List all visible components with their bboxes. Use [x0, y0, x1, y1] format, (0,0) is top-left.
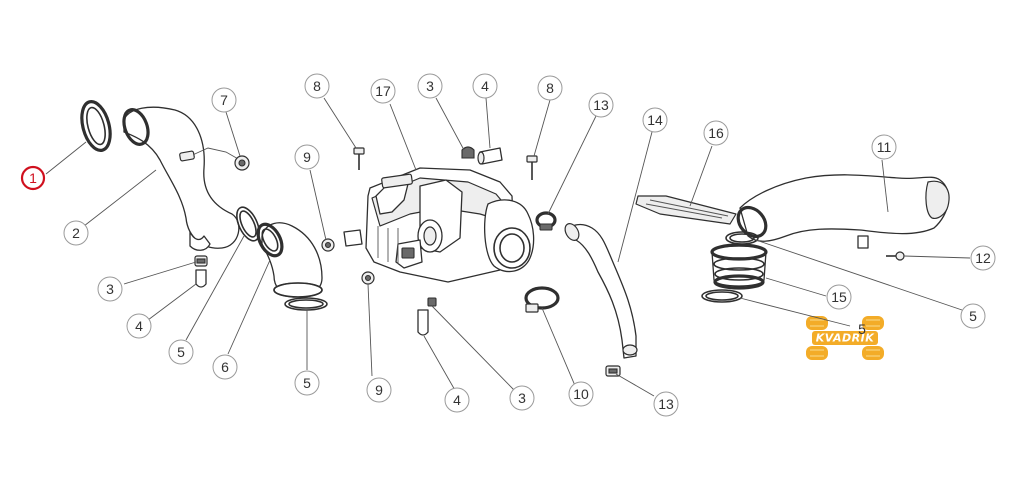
svg-text:8: 8 — [313, 78, 321, 94]
part-17-air-filter-box — [343, 167, 535, 283]
part-3-clip-bottom — [427, 297, 437, 307]
part-14-drain-hose — [564, 223, 638, 359]
callout-3-top[interactable]: 3 — [417, 73, 443, 99]
callout-5-watermark[interactable]: 5 — [858, 321, 866, 337]
svg-text:4: 4 — [453, 392, 461, 408]
part-5-clamp-right-upper — [725, 231, 759, 245]
svg-text:3: 3 — [518, 390, 526, 406]
svg-text:2: 2 — [72, 225, 80, 241]
part-4-plug-top — [477, 147, 503, 165]
part-4-plug-left — [195, 269, 207, 288]
part-13-clamp-top — [535, 211, 557, 231]
part-8-bolt-left — [353, 147, 365, 170]
part-16-filter-element — [635, 195, 737, 225]
callout-4-left[interactable]: 4 — [126, 313, 152, 339]
svg-text:7: 7 — [220, 92, 228, 108]
part-4-plug-bottom — [417, 309, 429, 336]
svg-text:5: 5 — [858, 321, 866, 337]
callout-7[interactable]: 7 — [211, 87, 237, 113]
svg-text:1: 1 — [29, 170, 37, 186]
leader-lines — [45, 97, 971, 397]
svg-text:4: 4 — [135, 318, 143, 334]
callout-3-bottom[interactable]: 3 — [509, 385, 535, 411]
callout-6[interactable]: 6 — [212, 354, 238, 380]
part-13-clamp-bottom — [605, 365, 621, 377]
callout-3-left[interactable]: 3 — [97, 276, 123, 302]
callout-5-left[interactable]: 5 — [168, 339, 194, 365]
svg-text:17: 17 — [375, 83, 391, 99]
svg-text:5: 5 — [969, 308, 977, 324]
callout-1-left[interactable]: 1 — [20, 165, 46, 191]
callout-10[interactable]: 10 — [568, 381, 594, 407]
part-5-clamp-bottom — [284, 297, 328, 311]
callout-12[interactable]: 12 — [970, 245, 996, 271]
callout-5-right[interactable]: 5 — [960, 303, 986, 329]
svg-text:10: 10 — [573, 386, 589, 402]
svg-text:16: 16 — [708, 125, 724, 141]
svg-text:3: 3 — [426, 78, 434, 94]
callout-4-top[interactable]: 4 — [472, 73, 498, 99]
svg-text:5: 5 — [177, 344, 185, 360]
callout-17[interactable]: 17 — [370, 78, 396, 104]
svg-text:6: 6 — [221, 359, 229, 375]
part-3-clip-left — [194, 255, 208, 267]
svg-text:13: 13 — [593, 97, 609, 113]
callout-9-upper[interactable]: 9 — [294, 144, 320, 170]
callout-2[interactable]: 2 — [63, 220, 89, 246]
svg-text:3: 3 — [106, 281, 114, 297]
svg-text:9: 9 — [375, 382, 383, 398]
part-5-clamp-right-lower — [701, 289, 743, 303]
svg-text:13: 13 — [658, 396, 674, 412]
callout-13-top[interactable]: 13 — [588, 92, 614, 118]
part-11-outlet-tube — [736, 174, 950, 249]
callout-15[interactable]: 15 — [826, 284, 852, 310]
part-3-clip-top — [461, 146, 475, 159]
part-1-seal-ring — [80, 100, 112, 152]
svg-text:5: 5 — [303, 375, 311, 391]
svg-text:12: 12 — [975, 250, 991, 266]
callout-5-bottom[interactable]: 5 — [294, 370, 320, 396]
svg-text:15: 15 — [831, 289, 847, 305]
callout-8-right[interactable]: 8 — [537, 75, 563, 101]
callout-16[interactable]: 16 — [703, 120, 729, 146]
part-2-intake-tube — [122, 106, 250, 251]
kvadrik-watermark-logo: KVADRIK — [806, 316, 884, 360]
svg-text:14: 14 — [647, 112, 663, 128]
part-9-nut-lower — [361, 271, 375, 285]
callout-14[interactable]: 14 — [642, 107, 668, 133]
part-8-bolt-right — [526, 155, 538, 180]
callout-9-lower[interactable]: 9 — [366, 377, 392, 403]
svg-text:9: 9 — [303, 149, 311, 165]
part-12-screw — [886, 251, 905, 261]
part-9-nut-upper — [321, 238, 335, 252]
part-5-clamp-left — [236, 206, 260, 242]
callout-4-bottom[interactable]: 4 — [444, 387, 470, 413]
callout-11[interactable]: 11 — [871, 134, 897, 160]
watermark-text: KVADRIK — [816, 332, 875, 345]
part-6-rubber-elbow — [256, 222, 323, 298]
callout-8-left[interactable]: 8 — [304, 73, 330, 99]
svg-text:11: 11 — [877, 139, 892, 155]
svg-text:4: 4 — [481, 78, 489, 94]
svg-text:8: 8 — [546, 80, 554, 96]
callout-13-bottom[interactable]: 13 — [653, 391, 679, 417]
part-15-rubber-coupler — [710, 243, 768, 290]
